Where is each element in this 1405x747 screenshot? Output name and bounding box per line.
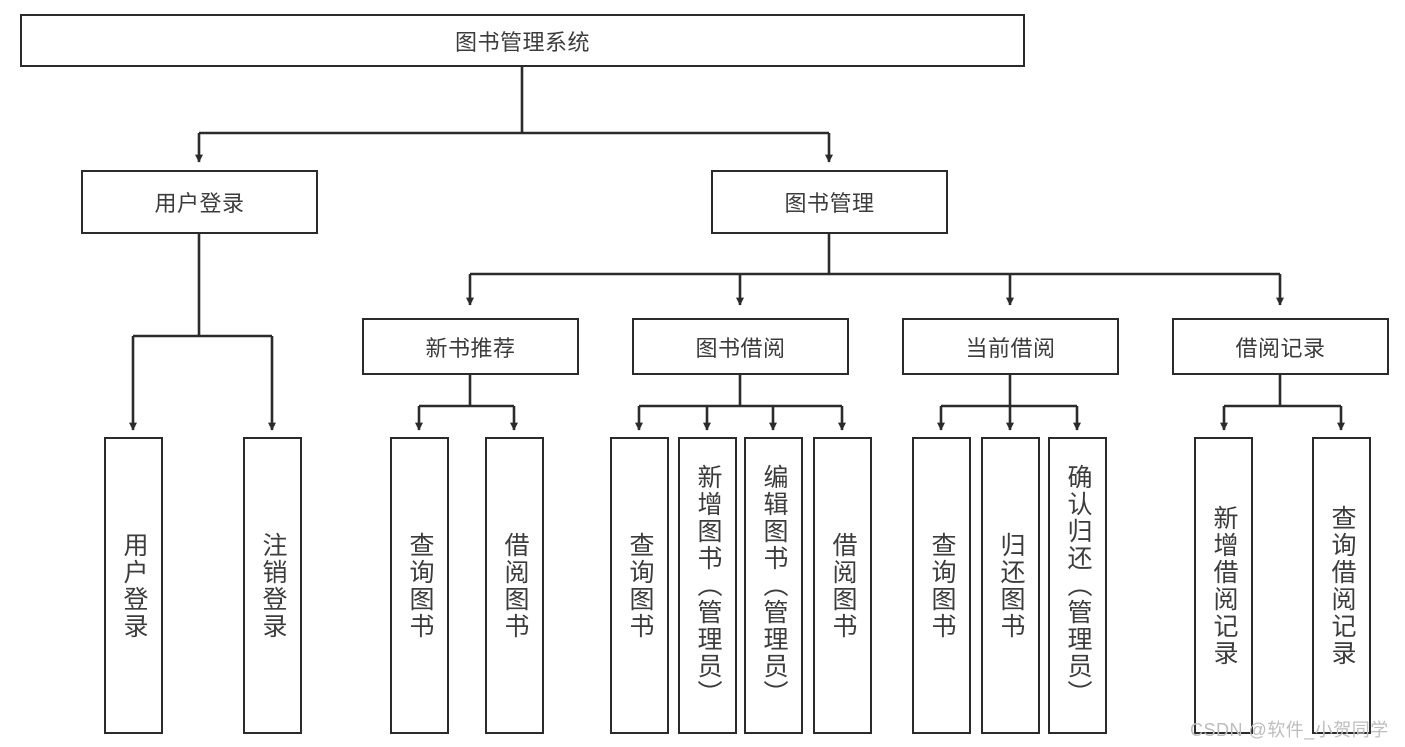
leaf-borrow-edit-book-admin[interactable]: 编辑图书（管理员）: [744, 437, 803, 734]
leaf-records-query-record[interactable]: 查询借阅记录: [1312, 437, 1371, 734]
leaf-current-return-book[interactable]: 归还图书: [981, 437, 1040, 734]
node-label: 新增图书（管理员）: [694, 464, 722, 707]
node-borrow-records[interactable]: 借阅记录: [1172, 318, 1389, 375]
node-label: 查询图书: [626, 531, 654, 640]
node-label: 图书借阅: [695, 335, 786, 361]
node-label: 归还图书: [997, 531, 1025, 640]
leaf-recommend-borrow-book[interactable]: 借阅图书: [485, 437, 544, 734]
node-label: 借阅记录: [1235, 335, 1326, 361]
node-label: 查询图书: [406, 531, 434, 640]
leaf-user-login-signout[interactable]: 注销登录: [243, 437, 302, 734]
node-label: 图书管理: [784, 191, 875, 216]
node-label: 查询借阅记录: [1328, 504, 1356, 667]
node-label: 新增借阅记录: [1210, 504, 1238, 667]
node-label: 确认归还（管理员）: [1064, 464, 1092, 707]
node-label: 当前借阅: [965, 335, 1056, 361]
node-label: 借阅图书: [501, 531, 529, 640]
node-user-login[interactable]: 用户登录: [81, 170, 318, 234]
leaf-borrow-add-book-admin[interactable]: 新增图书（管理员）: [678, 437, 737, 734]
node-label: 借阅图书: [829, 531, 857, 640]
node-root-system[interactable]: 图书管理系统: [20, 14, 1025, 67]
leaf-records-add-record[interactable]: 新增借阅记录: [1194, 437, 1253, 734]
leaf-current-query-book[interactable]: 查询图书: [912, 437, 971, 734]
csdn-watermark: CSDN @软件_小贺同学: [1190, 720, 1389, 740]
node-new-book-recommend[interactable]: 新书推荐: [362, 318, 579, 375]
leaf-current-confirm-return-admin[interactable]: 确认归还（管理员）: [1048, 437, 1107, 734]
node-book-borrow[interactable]: 图书借阅: [632, 318, 849, 375]
node-label: 用户登录: [120, 531, 148, 640]
node-label: 编辑图书（管理员）: [760, 464, 788, 707]
leaf-borrow-query-book[interactable]: 查询图书: [610, 437, 669, 734]
node-book-management[interactable]: 图书管理: [711, 170, 948, 234]
leaf-recommend-query-book[interactable]: 查询图书: [390, 437, 449, 734]
node-label: 用户登录: [154, 191, 245, 216]
node-label: 图书管理系统: [454, 29, 590, 55]
node-label: 注销登录: [259, 531, 287, 640]
node-current-borrow[interactable]: 当前借阅: [902, 318, 1119, 375]
node-label: 新书推荐: [425, 335, 516, 361]
node-label: 查询图书: [928, 531, 956, 640]
leaf-borrow-borrow-book[interactable]: 借阅图书: [813, 437, 872, 734]
leaf-user-login-signin[interactable]: 用户登录: [104, 437, 163, 734]
